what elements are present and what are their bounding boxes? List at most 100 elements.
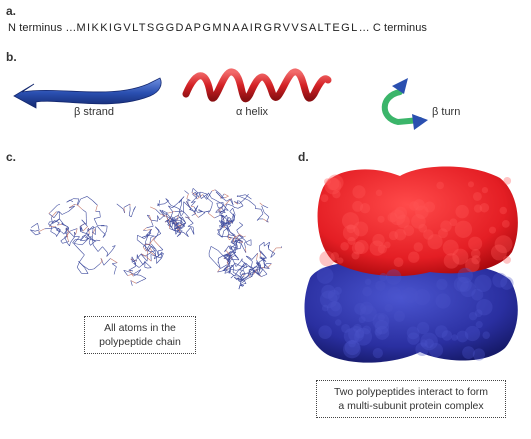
surface-bump — [454, 220, 473, 238]
c-terminus-label: … C terminus — [358, 22, 428, 34]
surface-bump — [327, 174, 344, 191]
surface-bump — [375, 189, 383, 197]
surface-bump — [502, 255, 511, 264]
surface-bump — [470, 248, 481, 259]
surface-bump — [500, 276, 514, 290]
bond-line — [150, 235, 155, 238]
bond-line — [146, 255, 148, 262]
sequence-line: N terminus …MIKKIGVLTSGGDAPGMNAAIRGRVVSA… — [8, 22, 427, 34]
bond-line — [93, 263, 101, 270]
bond-line — [149, 237, 152, 244]
bond-line — [198, 209, 206, 214]
bond-line — [75, 228, 78, 235]
bond-line — [77, 198, 81, 206]
bond-line — [228, 258, 231, 265]
bond-line — [250, 261, 253, 269]
bond-line — [221, 207, 226, 213]
bond-line — [192, 192, 196, 195]
bond-line — [60, 235, 68, 242]
surface-bump — [468, 311, 478, 321]
bond-line — [61, 232, 65, 235]
bond-line — [230, 252, 233, 254]
bond-line — [247, 244, 251, 246]
surface-bump — [352, 185, 366, 199]
bond-line — [244, 239, 252, 244]
bond-line — [241, 272, 249, 275]
bond-line — [73, 236, 80, 244]
bond-line — [168, 216, 172, 223]
surface-bump — [443, 253, 460, 269]
bond-line — [171, 215, 179, 220]
surface-bump — [334, 319, 342, 326]
bond-line — [137, 269, 142, 275]
bond-line — [226, 198, 231, 202]
bond-line — [77, 204, 83, 210]
bond-line — [147, 214, 152, 221]
surface-bump — [501, 219, 510, 228]
bond-line — [191, 213, 196, 216]
bond-line — [35, 233, 41, 236]
bond-line — [209, 205, 213, 212]
bond-line — [240, 265, 247, 268]
surface-bump — [324, 177, 342, 195]
bond-line — [138, 261, 146, 268]
surface-bump — [348, 339, 356, 348]
bond-line — [156, 250, 159, 257]
bond-line — [237, 195, 244, 199]
bond-line — [74, 238, 82, 241]
bond-line — [156, 256, 161, 259]
bond-line — [248, 269, 252, 277]
bond-line — [242, 197, 249, 201]
bond-line — [247, 256, 253, 260]
bond-line — [150, 219, 158, 222]
bond-line — [65, 227, 69, 234]
bond-line — [165, 198, 172, 206]
surface-bump — [449, 218, 458, 227]
surface-bump — [409, 201, 419, 211]
bond-line — [176, 219, 182, 222]
bond-line — [112, 245, 116, 247]
bond-line — [230, 275, 234, 279]
protein-complex — [304, 166, 518, 363]
bond-line — [223, 225, 231, 233]
bond-line — [232, 266, 234, 273]
surface-bump — [440, 220, 452, 232]
bond-line — [243, 247, 247, 253]
bond-line — [157, 251, 163, 257]
surface-bump — [472, 348, 485, 361]
surface-bump — [359, 202, 371, 214]
bond-line — [196, 194, 203, 200]
bond-line — [80, 196, 88, 200]
surface-bump — [383, 241, 391, 249]
bond-line — [239, 222, 243, 226]
surface-bump — [354, 329, 364, 339]
bond-line — [58, 211, 63, 215]
bond-line — [92, 244, 99, 252]
bond-line — [214, 262, 221, 269]
bond-line — [129, 269, 133, 272]
bond-line — [138, 258, 144, 265]
surface-bump — [352, 200, 364, 212]
bond-line — [141, 253, 146, 257]
bond-line — [128, 266, 136, 271]
bond-line — [82, 226, 88, 232]
surface-bump — [321, 284, 336, 299]
bond-line — [217, 267, 221, 273]
bond-line — [239, 198, 246, 204]
bond-line — [89, 226, 94, 230]
bond-line — [88, 242, 91, 246]
bond-line — [240, 282, 243, 287]
bond-line — [50, 226, 53, 232]
surface-bump — [481, 186, 489, 194]
bond-line — [217, 205, 224, 211]
surface-bump — [490, 244, 507, 261]
bond-line — [180, 217, 186, 223]
bond-line — [157, 249, 164, 252]
bond-line — [239, 280, 243, 283]
bond-line — [227, 270, 235, 277]
bond-line — [217, 261, 221, 268]
surface-bump — [319, 250, 335, 267]
bond-line — [100, 258, 103, 261]
surface-bump — [330, 300, 341, 312]
